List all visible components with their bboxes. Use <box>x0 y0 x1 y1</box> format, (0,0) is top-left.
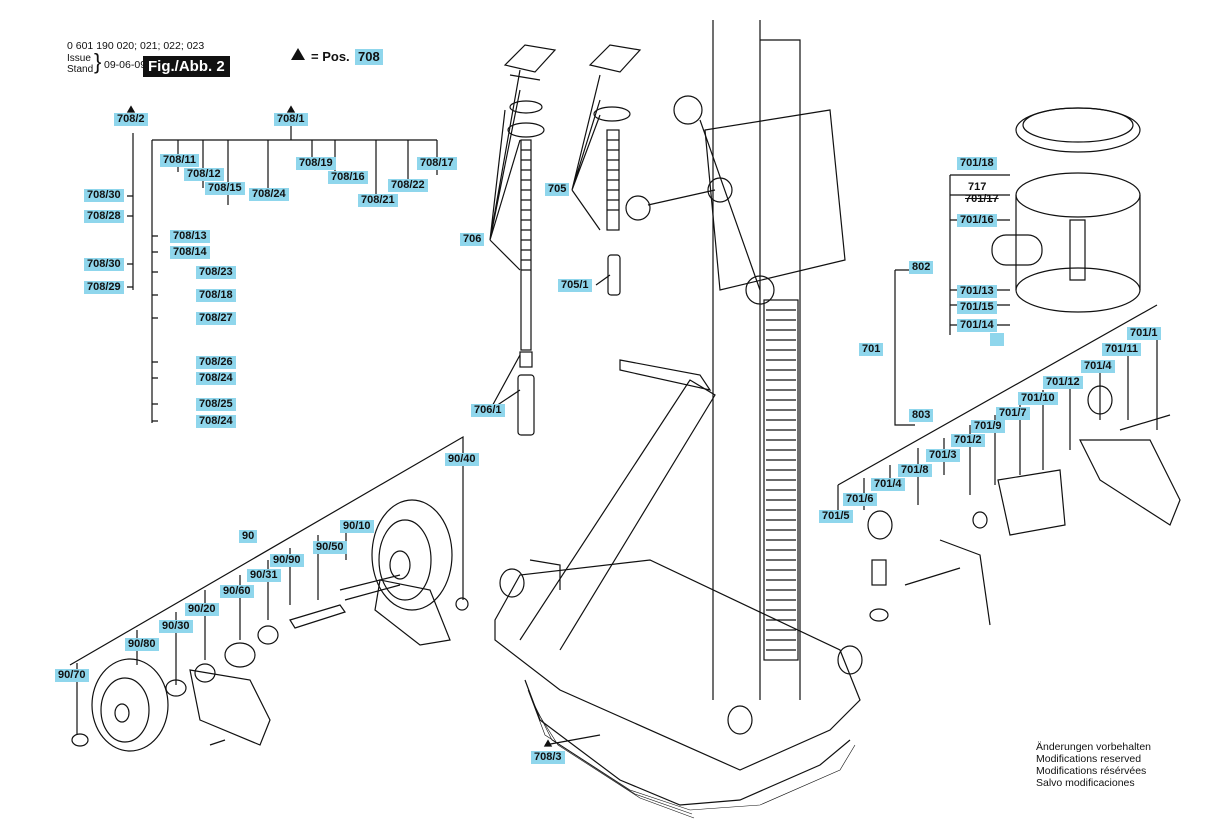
callout: 708/23 <box>196 266 236 279</box>
callout: 701/5 <box>819 510 853 523</box>
callout: 708/13 <box>170 230 210 243</box>
callout: 708/11 <box>160 154 200 167</box>
pos-marker-icon <box>126 105 136 113</box>
pos-marker-icon <box>286 105 296 113</box>
callout: 708/21 <box>358 194 398 207</box>
callout: 708/14 <box>170 246 210 259</box>
callout: 701/3 <box>926 449 960 462</box>
callout: 90/40 <box>445 453 479 466</box>
callout: 701/13 <box>957 285 997 298</box>
callout: 90/80 <box>125 638 159 651</box>
callout: 705 <box>545 183 570 196</box>
callout: 701/4 <box>871 478 905 491</box>
callout: 708/27 <box>196 312 236 325</box>
callout: 705/1 <box>558 279 592 292</box>
callout: 803 <box>909 409 934 422</box>
callout: 701/11 <box>1102 343 1142 356</box>
callout: 708/26 <box>196 356 236 369</box>
callout: 706 <box>460 233 485 246</box>
callout: 708/1 <box>274 113 308 126</box>
callout: 701/12 <box>1043 376 1083 389</box>
note-line: Änderungen vorbehalten <box>1036 741 1152 753</box>
callout: 90/31 <box>247 569 281 582</box>
callout: 717 <box>968 181 987 193</box>
callout: 90/60 <box>220 585 254 598</box>
callout: 701/9 <box>971 420 1005 433</box>
blank-callout <box>990 333 1004 346</box>
callout: 90/50 <box>313 541 347 554</box>
pos-marker-icon <box>543 739 553 747</box>
callout: 708/3 <box>531 751 565 764</box>
callout: 708/19 <box>296 157 336 170</box>
callout: 706/1 <box>471 404 505 417</box>
pos-legend-value: 708 <box>355 49 383 65</box>
callout: 701/4 <box>1081 360 1115 373</box>
callout: 708/22 <box>388 179 428 192</box>
callout: 701/14 <box>957 319 997 332</box>
callout: 90 <box>239 530 258 543</box>
callout: 90/10 <box>340 520 374 533</box>
callout: 90/90 <box>270 554 304 567</box>
callout: 701/18 <box>957 157 997 170</box>
callout: 708/24 <box>196 415 236 428</box>
callout: 708/30 <box>84 189 124 202</box>
callout: 708/28 <box>84 210 124 223</box>
note-line: Salvo modificaciones <box>1036 777 1135 789</box>
callout: 701/2 <box>951 434 985 447</box>
callout: 708/12 <box>184 168 224 181</box>
note-line: Modifications résérvées <box>1036 765 1147 777</box>
callout: 701 <box>859 343 884 356</box>
callout: 90/70 <box>55 669 89 682</box>
callout: 708/24 <box>196 372 236 385</box>
callout: 708/16 <box>328 171 368 184</box>
callout: 701/16 <box>957 214 997 227</box>
callout: 701/7 <box>996 407 1030 420</box>
stand-label: Stand <box>67 64 94 75</box>
callout: 708/15 <box>205 182 245 195</box>
callout: 708/18 <box>196 289 236 302</box>
pos-legend-text: = Pos. <box>311 49 350 64</box>
modification-notes: Änderungen vorbehalten Modifications res… <box>1036 741 1151 789</box>
callout: 90/20 <box>185 603 219 616</box>
callout: 708/25 <box>196 398 236 411</box>
issue-label: Issue <box>67 53 91 64</box>
pos-marker-icon <box>291 48 305 60</box>
callout: 701/1 <box>1127 327 1161 340</box>
callout: 802 <box>909 261 934 274</box>
figure-label: Fig./Abb. 2 <box>143 56 230 77</box>
callout: 708/24 <box>249 188 289 201</box>
issue-brace: } <box>94 49 102 74</box>
callout: 701/6 <box>843 493 877 506</box>
callout: 708/29 <box>84 281 124 294</box>
callout: 708/2 <box>114 113 148 126</box>
callout: 708/17 <box>417 157 457 170</box>
issue-date: 09-06-09 <box>104 59 147 71</box>
callout: 708/30 <box>84 258 124 271</box>
part-numbers: 0 601 190 020; 021; 022; 023 <box>67 40 205 52</box>
callout: 701/15 <box>957 301 997 314</box>
callout: 701/8 <box>898 464 932 477</box>
callout: 90/30 <box>159 620 193 633</box>
callout-superseded: 701/17 <box>965 193 999 205</box>
note-line: Modifications reserved <box>1036 753 1142 765</box>
callout: 701/10 <box>1018 392 1058 405</box>
